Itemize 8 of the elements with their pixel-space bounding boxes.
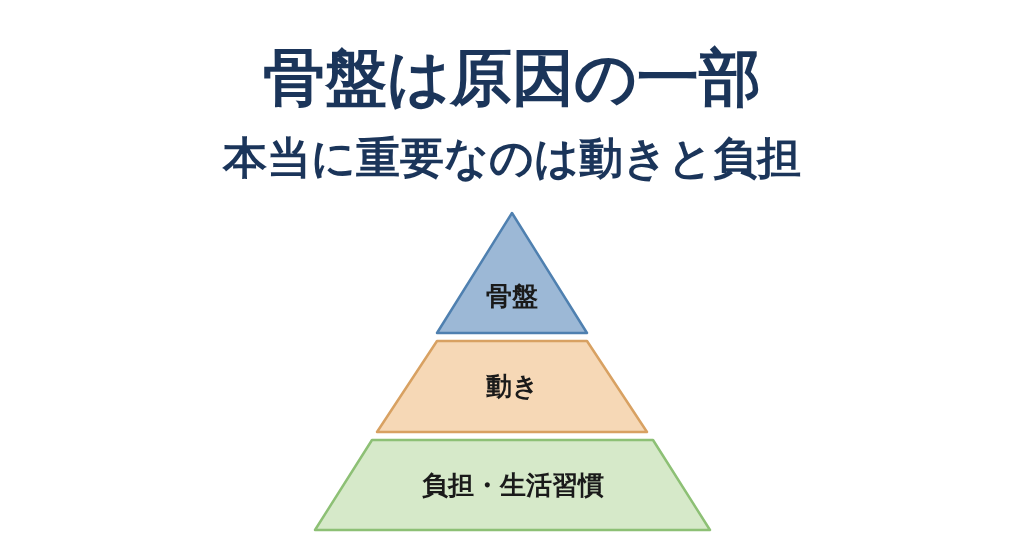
subtitle: 本当に重要なのは動きと負担 [221, 131, 802, 185]
tier-label: 動き [484, 370, 540, 403]
tier-label: 骨盤 [485, 280, 539, 313]
tier-label: 負担・生活習慣 [420, 469, 605, 502]
pyramid-tier [377, 341, 647, 432]
pyramid-tier [437, 213, 587, 333]
title: 骨盤は原因の一部 [262, 40, 762, 116]
pyramid-tier [315, 440, 710, 530]
